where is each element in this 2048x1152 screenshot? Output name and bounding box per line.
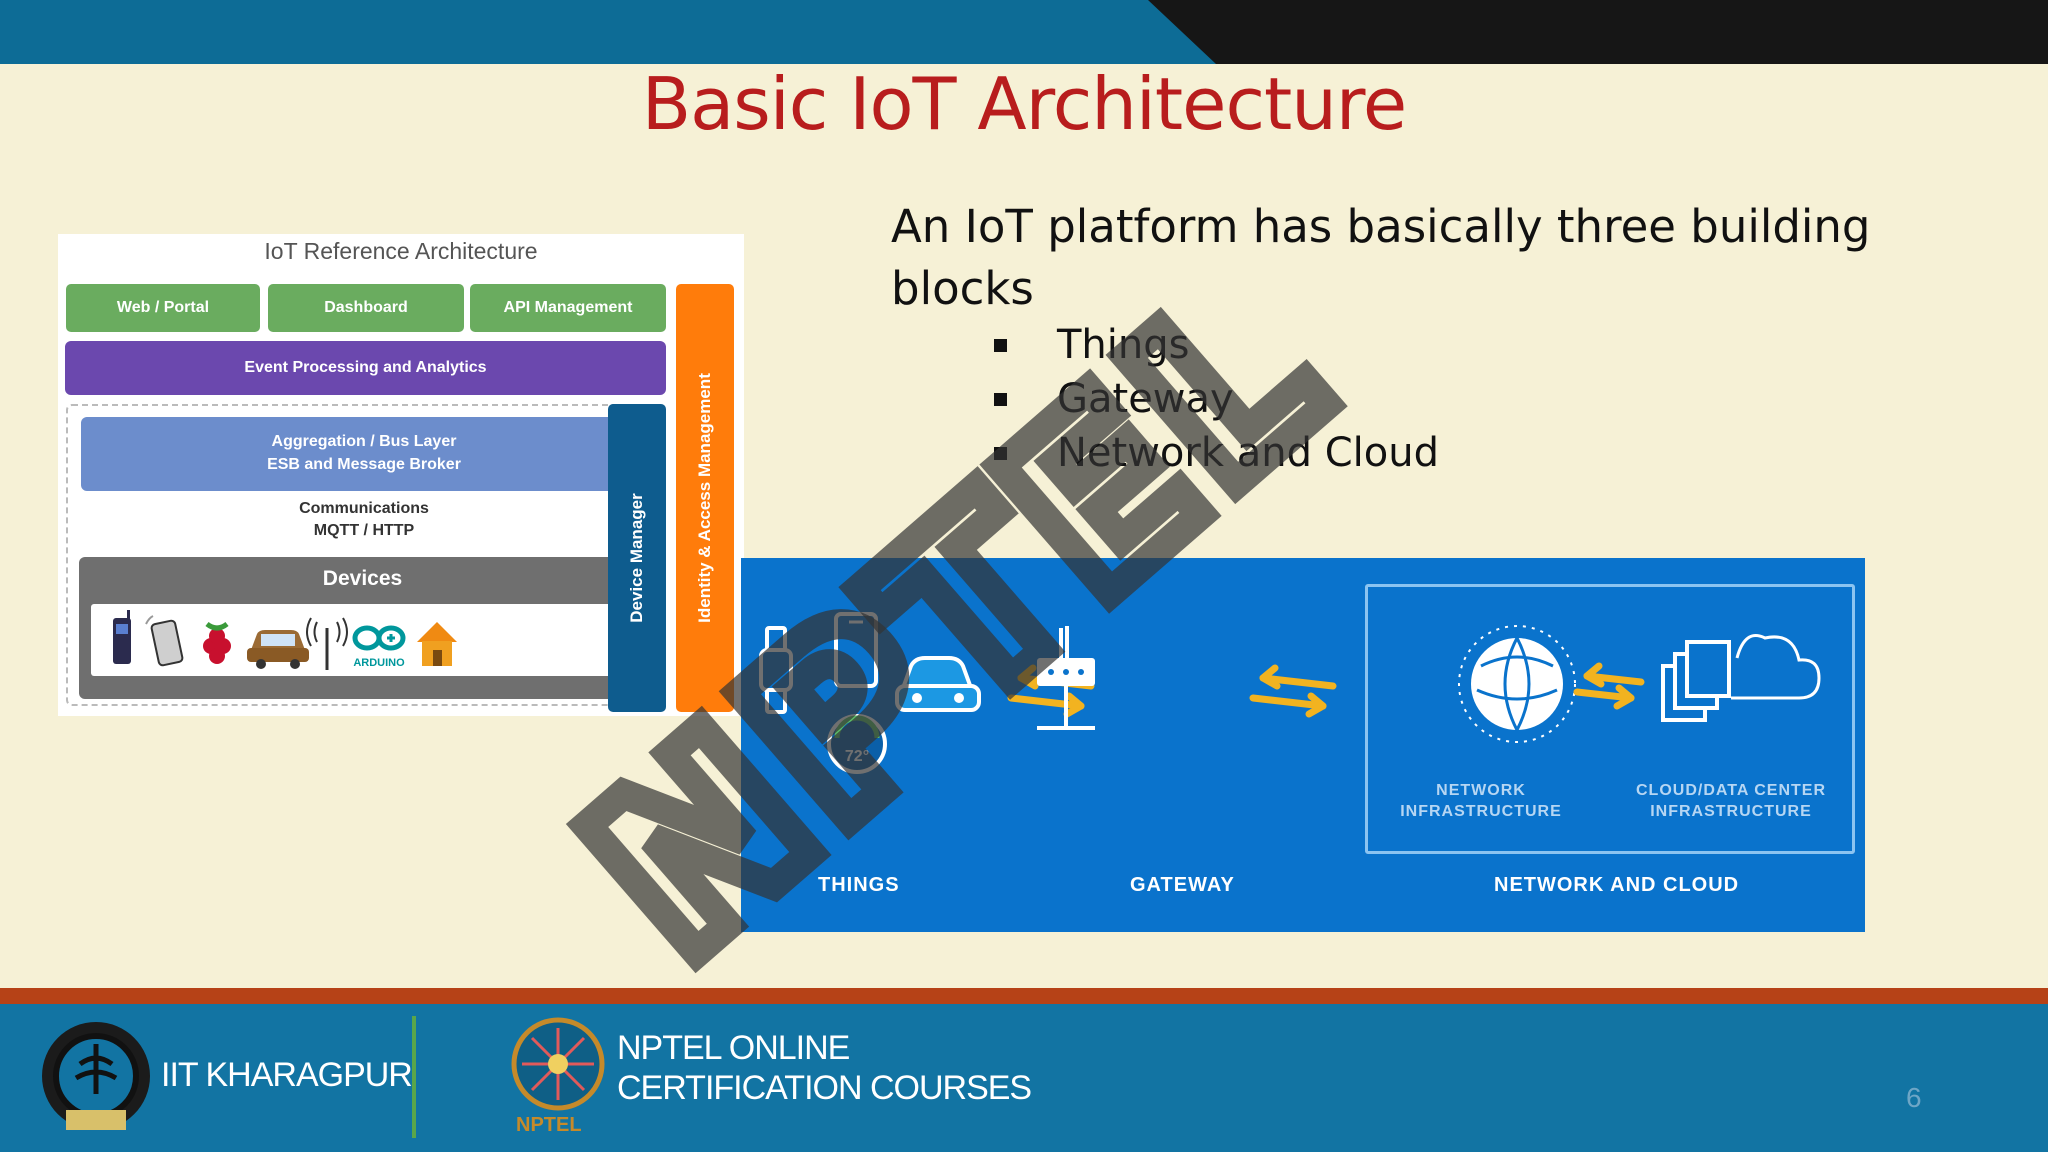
device-icons: ARDUINO bbox=[113, 610, 457, 670]
network-and-cloud-label: NETWORK AND CLOUD bbox=[1494, 874, 1740, 896]
tablet-icon bbox=[834, 612, 878, 688]
program-line1: NPTEL ONLINE bbox=[617, 1029, 850, 1067]
iot-blocks-panel: 72° bbox=[741, 558, 1865, 932]
network-cloud-frame bbox=[1365, 584, 1855, 854]
bullet-text: Network and Cloud bbox=[1057, 430, 1439, 476]
things-label: THINGS bbox=[818, 874, 900, 896]
intro-text: An IoT platform has basically three buil… bbox=[891, 200, 1871, 315]
thermostat-icon: 72° bbox=[827, 714, 887, 774]
gateway-router-icon bbox=[1037, 626, 1095, 730]
network-infrastructure-label: NETWORK INFRASTRUCTURE bbox=[1386, 780, 1576, 822]
communications-line1: Communications bbox=[299, 500, 429, 517]
network-infra-line1: NETWORK bbox=[1436, 782, 1526, 799]
smartphone-icon bbox=[145, 615, 184, 667]
device-manager-bar: Device Manager bbox=[608, 404, 666, 712]
bullet-square-icon bbox=[994, 392, 1007, 406]
cloud-infra-line2: INFRASTRUCTURE bbox=[1650, 803, 1812, 820]
aggregation-line1: Aggregation / Bus Layer bbox=[271, 433, 457, 450]
device-icons-strip: ARDUINO bbox=[91, 604, 634, 676]
car-icon bbox=[247, 630, 309, 669]
reference-architecture-diagram: IoT Reference Architecture Web / Portal … bbox=[58, 234, 744, 716]
identity-access-bar: Identity & Access Management bbox=[676, 284, 734, 712]
network-infra-line2: INFRASTRUCTURE bbox=[1400, 803, 1562, 820]
exchange-arrows-icon bbox=[1573, 662, 1645, 710]
globe-network-icon bbox=[1458, 625, 1576, 743]
bullet-item: Gateway bbox=[994, 372, 1439, 426]
gateway-label: GATEWAY bbox=[1130, 874, 1235, 896]
header-black-band bbox=[1148, 0, 2048, 64]
page-number: 6 bbox=[1906, 1082, 1922, 1113]
aggregation-line2: ESB and Message Broker bbox=[267, 456, 461, 473]
nptel-logo-icon bbox=[511, 1017, 605, 1111]
bullet-item: Network and Cloud bbox=[994, 426, 1439, 480]
nptel-logo-text: NPTEL bbox=[516, 1114, 582, 1136]
program-line2: CERTIFICATION COURSES bbox=[617, 1069, 1032, 1107]
identity-access-label: Identity & Access Management bbox=[695, 373, 714, 623]
connected-car-icon bbox=[895, 656, 981, 712]
devices-box: Devices bbox=[79, 557, 646, 699]
phone-icon bbox=[113, 610, 131, 664]
event-processing-box: Event Processing and Analytics bbox=[65, 341, 666, 395]
bullet-square-icon bbox=[994, 338, 1007, 352]
raspberry-pi-icon bbox=[203, 621, 231, 664]
communications-line2: MQTT / HTTP bbox=[313, 522, 415, 539]
arduino-icon: ARDUINO bbox=[352, 625, 406, 669]
smartwatch-icon bbox=[759, 626, 793, 714]
communications-label: Communications MQTT / HTTP bbox=[81, 498, 647, 542]
device-manager-label: Device Manager bbox=[627, 493, 646, 623]
diagram-title: IoT Reference Architecture bbox=[264, 238, 538, 264]
institute-name: IIT KHARAGPUR bbox=[161, 1056, 413, 1094]
cloud-icon bbox=[1731, 634, 1821, 700]
cloud-infrastructure-label: CLOUD/DATA CENTER INFRASTRUCTURE bbox=[1621, 780, 1841, 822]
cloud-infra-line1: CLOUD/DATA CENTER bbox=[1635, 782, 1827, 799]
exchange-arrows-icon bbox=[1249, 664, 1337, 718]
devices-label: Devices bbox=[322, 567, 403, 590]
panel-illustration: 72° bbox=[759, 612, 1821, 774]
thermostat-reading: 72° bbox=[845, 748, 869, 765]
slide-title: Basic IoT Architecture bbox=[641, 62, 1407, 146]
footer-band bbox=[0, 1004, 2048, 1152]
house-icon bbox=[417, 622, 457, 666]
api-management-box: API Management bbox=[470, 284, 666, 332]
bullet-item: Things bbox=[994, 318, 1439, 372]
bullet-text: Gateway bbox=[1057, 376, 1234, 422]
bullet-list: Things Gateway Network and Cloud bbox=[994, 318, 1439, 480]
dashboard-box: Dashboard bbox=[268, 284, 464, 332]
footer-divider bbox=[412, 1016, 416, 1138]
data-center-icon bbox=[1661, 640, 1731, 722]
web-portal-box: Web / Portal bbox=[66, 284, 260, 332]
bullet-square-icon bbox=[994, 446, 1007, 460]
aggregation-box: Aggregation / Bus Layer ESB and Message … bbox=[81, 417, 647, 491]
arduino-label: ARDUINO bbox=[353, 657, 405, 669]
bullet-text: Things bbox=[1057, 322, 1190, 368]
antenna-icon bbox=[306, 617, 348, 670]
iit-kharagpur-logo-icon bbox=[42, 1022, 150, 1130]
program-name: NPTEL ONLINE CERTIFICATION COURSES bbox=[617, 1028, 1032, 1108]
footer-accent-line bbox=[0, 988, 2048, 1006]
